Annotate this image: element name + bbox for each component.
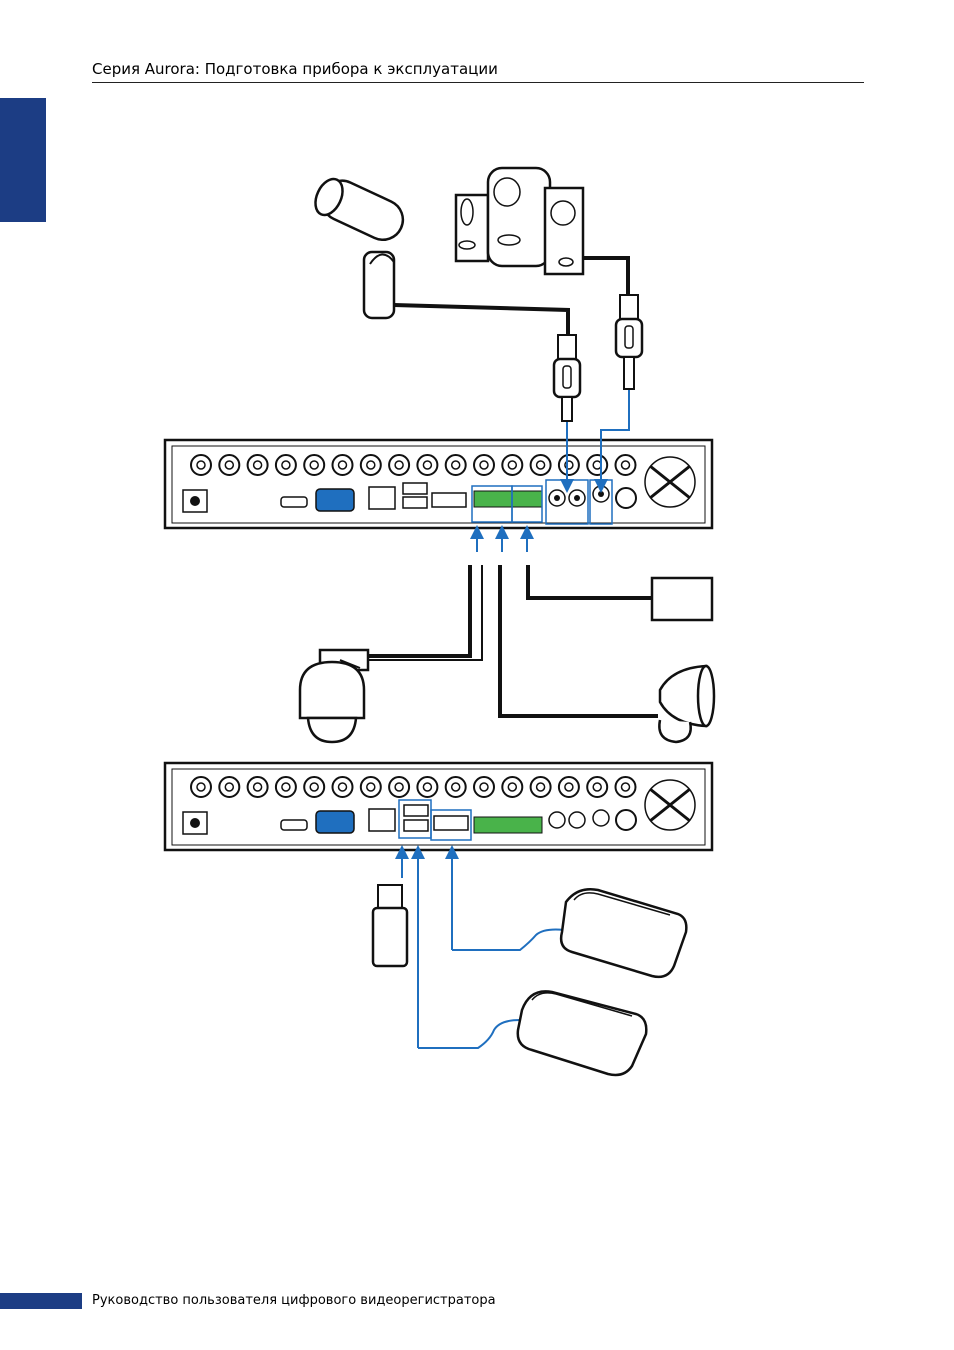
bnc-connector-icon	[304, 777, 324, 797]
bnc-connector-icon	[333, 455, 353, 475]
bnc-connector-icon	[559, 455, 579, 475]
bnc-connector-icon	[417, 777, 437, 797]
usb-port-icon	[403, 497, 427, 508]
bnc-connector-icon	[191, 455, 211, 475]
bnc-connector-icon	[219, 455, 239, 475]
lan-port-icon	[369, 487, 395, 509]
page-footer: Руководство пользователя цифрового видео…	[92, 1293, 496, 1308]
bnc-connector-icon	[616, 777, 636, 797]
cooling-fan-icon	[645, 457, 695, 507]
bnc-connector-icon	[446, 455, 466, 475]
bnc-connector-icon	[361, 455, 381, 475]
bnc-connector-icon	[304, 455, 324, 475]
ptz-cable	[368, 565, 470, 656]
alarm-input-box	[652, 578, 712, 620]
ptz-camera-icon	[300, 650, 368, 742]
rs485-alarm-terminal-block	[474, 817, 542, 833]
bnc-connector-icon	[191, 777, 211, 797]
bnc-connector-icon	[502, 455, 522, 475]
speakers-icon	[456, 168, 583, 274]
bnc-connector-icon	[446, 777, 466, 797]
hdmi-port-icon	[281, 497, 307, 507]
dvr-rear-panel-bottom	[165, 763, 712, 850]
bnc-connector-icon	[559, 777, 579, 797]
bnc-connector-icon	[531, 455, 551, 475]
microphone-icon	[310, 174, 409, 318]
external-hdd-icon	[561, 889, 686, 977]
hdmi-port-icon	[281, 820, 307, 830]
bnc-connector-icon	[389, 455, 409, 475]
speaker-cable	[583, 258, 628, 298]
bnc-connector-icon	[248, 455, 268, 475]
usb-port-icon	[404, 820, 428, 831]
bnc-connector-icon	[276, 777, 296, 797]
speaker-rca-plug-icon	[616, 295, 642, 389]
lan-port-icon	[369, 809, 395, 831]
dvr-rear-panel-top	[165, 440, 712, 528]
bnc-connector-icon	[474, 777, 494, 797]
bnc-connector-icon	[587, 455, 607, 475]
usb-port-icon	[404, 805, 428, 816]
bnc-connector-icon	[248, 777, 268, 797]
usb-port-icon	[403, 483, 427, 494]
mic-cable	[394, 305, 568, 338]
bnc-connector-icon	[616, 455, 636, 475]
footer-accent-bar	[0, 1293, 82, 1309]
bnc-connector-icon	[276, 455, 296, 475]
vga-port-icon	[316, 489, 354, 511]
alarm-input-cable	[528, 565, 652, 598]
bnc-connector-icon	[531, 777, 551, 797]
video-out-icon	[616, 488, 636, 508]
usb-flash-drive-icon	[373, 885, 407, 966]
mic-rca-plug-icon	[554, 335, 580, 421]
bnc-connector-icon	[474, 455, 494, 475]
bnc-connector-icon	[587, 777, 607, 797]
bnc-connector-icon	[219, 777, 239, 797]
bnc-connector-icon	[389, 777, 409, 797]
siren-cable	[500, 565, 658, 716]
vga-port-icon	[316, 811, 354, 833]
bnc-connector-icon	[361, 777, 381, 797]
bnc-connector-icon	[333, 777, 353, 797]
esata-port-icon	[432, 493, 466, 507]
bnc-connector-icon	[417, 455, 437, 475]
siren-icon	[659, 666, 714, 742]
bnc-connector-icon	[502, 777, 522, 797]
esata-port-icon	[434, 816, 468, 830]
external-hdd-icon	[518, 991, 647, 1075]
rs485-alarm-terminal-block	[474, 491, 542, 507]
cooling-fan-icon	[645, 780, 695, 830]
